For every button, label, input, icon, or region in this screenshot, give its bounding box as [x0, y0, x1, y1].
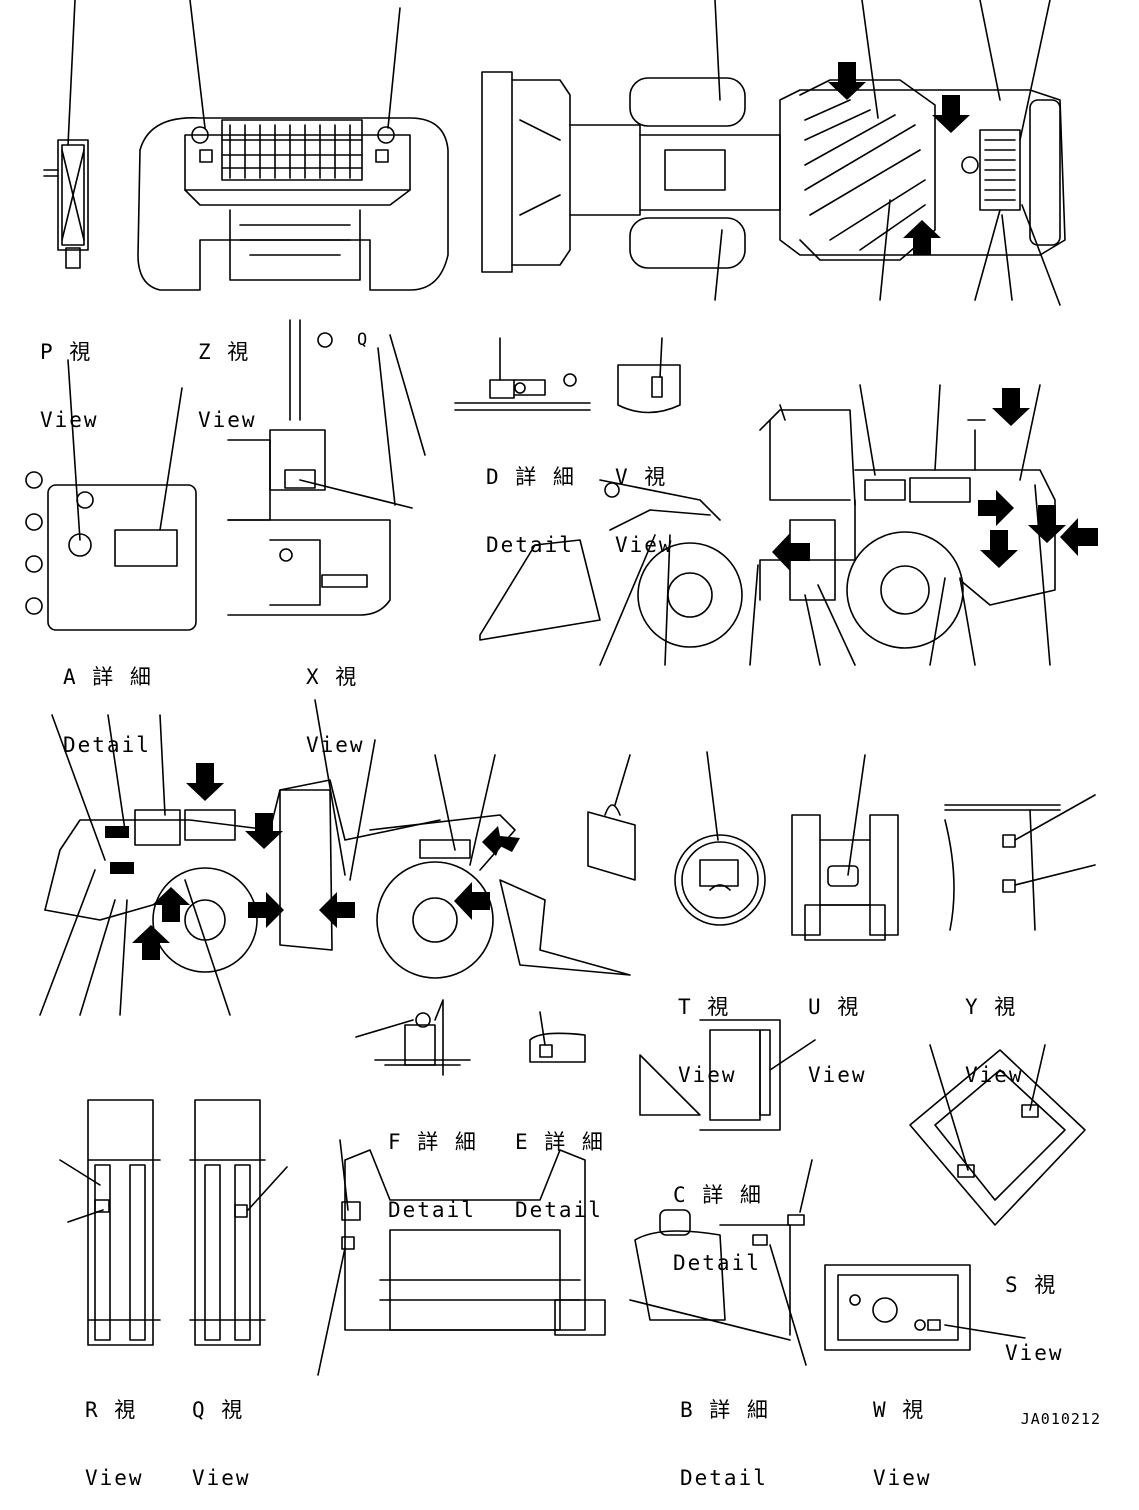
arrow-down-4	[1028, 505, 1066, 543]
label-jp: Y 視	[965, 995, 1018, 1019]
arrow-down-3	[992, 388, 1030, 426]
label-jp: S 視	[1005, 1273, 1058, 1297]
label-jp: R 視	[85, 1398, 138, 1422]
label-en: View	[873, 1466, 932, 1490]
view-w-drawing	[824, 1264, 1026, 1351]
arrow-up-1	[903, 220, 941, 255]
label-jp: A 詳 細	[63, 665, 153, 689]
label-detail-b: B 詳 細 Detail	[680, 1358, 770, 1510]
view-plan-top-drawing	[481, 0, 1066, 306]
label-view-y: Y 視 View	[965, 955, 1024, 1107]
view-v-drawing	[617, 337, 681, 414]
view-side-right-drawing	[479, 384, 1056, 666]
detail-d-drawing	[454, 337, 591, 411]
label-jp: C 詳 細	[673, 1183, 763, 1207]
decal-block-2	[110, 862, 134, 874]
label-view-p: P 視 View	[40, 300, 99, 452]
view-p-drawing	[43, 0, 89, 269]
label-jp: D 詳 細	[486, 465, 576, 489]
label-view-w: W 視 View	[873, 1358, 932, 1510]
label-en: View	[40, 408, 99, 432]
label-en: View	[678, 1063, 737, 1087]
detail-c-drawing	[639, 1019, 816, 1131]
label-jp: V 視	[615, 465, 668, 489]
label-jp: X 視	[306, 665, 359, 689]
arrow-down-1	[828, 62, 866, 100]
view-r-drawing	[59, 1099, 161, 1346]
label-view-u: U 視 View	[808, 955, 867, 1107]
label-jp: F 詳 細	[388, 1130, 478, 1154]
label-en: Detail	[63, 733, 151, 757]
label-view-z: Z 視 View	[198, 300, 257, 452]
label-jp: W 視	[873, 1398, 926, 1422]
label-en: View	[198, 408, 257, 432]
view-x-drawing	[227, 319, 426, 616]
detail-f-drawing	[355, 999, 471, 1076]
parts-diagram	[25, 0, 1098, 1376]
detail-b-drawing	[629, 1159, 813, 1366]
label-en: View	[615, 533, 674, 557]
arrow-down-6	[186, 763, 224, 801]
view-y-drawing	[944, 794, 1096, 931]
arrow-left-2	[772, 533, 810, 571]
arrow-left-4	[454, 882, 490, 920]
arrow-left-1	[1060, 518, 1098, 556]
label-view-v: V 視 View	[615, 425, 674, 577]
label-en: Detail	[486, 533, 574, 557]
label-jp: T 視	[678, 995, 731, 1019]
balloon-mark-drawing	[587, 754, 636, 881]
marker-letter: Q	[357, 330, 368, 350]
arrow-up-3	[132, 925, 170, 960]
label-jp: E 詳 細	[515, 1130, 605, 1154]
view-frame-drawing	[317, 1139, 606, 1376]
detail-e-drawing	[529, 1011, 586, 1063]
label-view-s: S 視 View	[1005, 1233, 1064, 1385]
label-detail-a: A 詳 細 Detail	[63, 625, 153, 777]
label-detail-c: C 詳 細 Detail	[673, 1143, 763, 1295]
label-view-x: X 視 View	[306, 625, 365, 777]
label-en: View	[306, 733, 365, 757]
label-jp: U 視	[808, 995, 861, 1019]
label-en: Detail	[388, 1198, 476, 1222]
arrow-markers	[105, 62, 1098, 960]
label-view-t: T 視 View	[678, 955, 737, 1107]
label-en: Detail	[515, 1198, 603, 1222]
arrow-down-5	[980, 530, 1018, 568]
document-number: JA010212	[1020, 1410, 1101, 1428]
label-en: View	[85, 1466, 144, 1490]
arrow-right-1	[978, 490, 1014, 526]
label-en: View	[808, 1063, 867, 1087]
label-jp: B 詳 細	[680, 1398, 770, 1422]
label-detail-f: F 詳 細 Detail	[388, 1090, 478, 1242]
view-z-drawing	[137, 0, 449, 291]
arrow-left-3	[319, 892, 355, 928]
label-detail-e: E 詳 細 Detail	[515, 1090, 605, 1242]
label-en: View	[1005, 1341, 1064, 1365]
view-s-drawing	[909, 1044, 1086, 1226]
label-jp: Z 視	[198, 340, 251, 364]
label-en: View	[965, 1063, 1024, 1087]
decal-block-1	[105, 826, 129, 838]
label-view-q: Q 視 View	[192, 1358, 251, 1510]
arrow-left-5	[482, 826, 520, 856]
label-en: Detail	[680, 1466, 768, 1490]
label-detail-d: D 詳 細 Detail	[486, 425, 576, 577]
arrow-down-7	[245, 813, 283, 849]
view-q-drawing	[189, 1099, 288, 1346]
view-t-drawing	[674, 751, 766, 926]
label-view-r: R 視 View	[85, 1358, 144, 1510]
label-en: View	[192, 1466, 251, 1490]
label-jp: Q 視	[192, 1398, 245, 1422]
label-jp: P 視	[40, 340, 93, 364]
view-u-drawing	[791, 754, 899, 941]
arrow-right-2	[248, 892, 284, 928]
arrow-down-2	[932, 95, 970, 133]
label-en: Detail	[673, 1251, 761, 1275]
arrow-up-2	[152, 887, 190, 922]
detail-a-drawing	[25, 359, 197, 631]
